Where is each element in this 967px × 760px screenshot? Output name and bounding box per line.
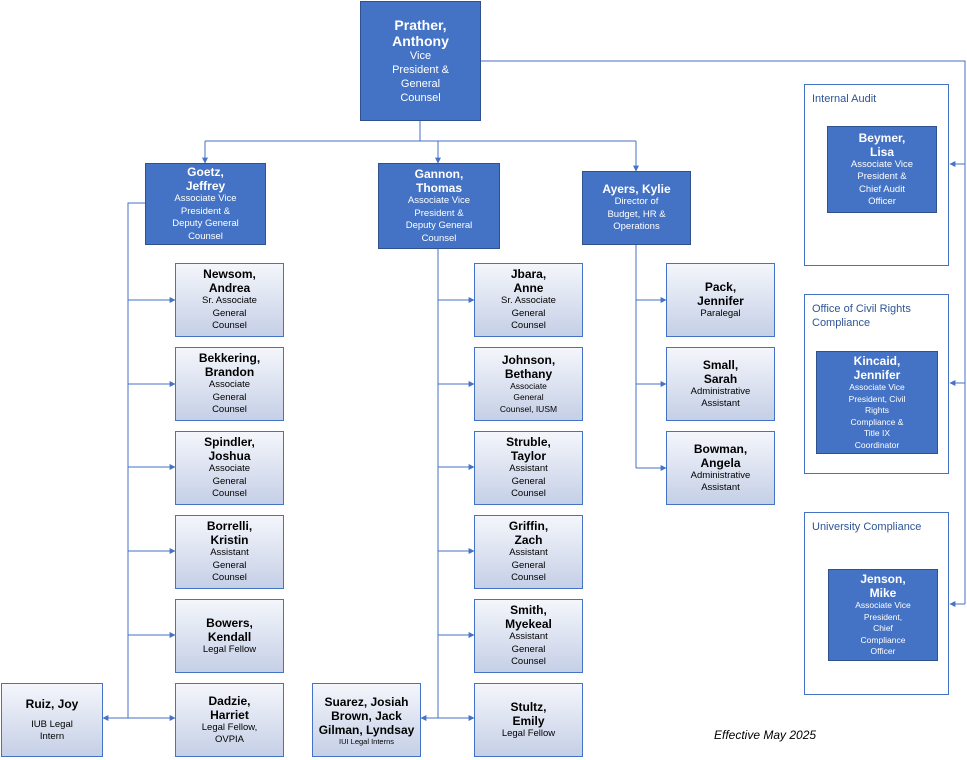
node-title: Sr. Associate General Counsel xyxy=(501,295,556,332)
node-prather: Prather, Anthony Vice President & Genera… xyxy=(360,1,481,121)
node-struble: Struble, Taylor Assistant General Counse… xyxy=(474,431,583,505)
node-jenson: Jenson, Mike Associate Vice President, C… xyxy=(828,569,938,661)
node-borrelli: Borrelli, Kristin Assistant General Coun… xyxy=(175,515,284,589)
node-iui-interns: Suarez, Josiah Brown, Jack Gilman, Lynds… xyxy=(312,683,421,757)
node-bowman: Bowman, Angela Administrative Assistant xyxy=(666,431,775,505)
node-title: IUB Legal Intern xyxy=(31,718,73,743)
node-title: Legal Fellow xyxy=(501,727,556,739)
node-pack: Pack, Jennifer Paralegal xyxy=(666,263,775,337)
node-title: Associate General Counsel xyxy=(208,379,251,416)
node-name: Beymer, Lisa xyxy=(858,130,906,159)
node-name: Pack, Jennifer xyxy=(697,279,744,308)
office-label: Office of Civil Rights Compliance xyxy=(812,303,911,329)
node-ruiz: Ruiz, Joy IUB Legal Intern xyxy=(1,683,103,757)
node-title: Legal Fellow xyxy=(202,643,257,655)
node-name: Gannon, Thomas xyxy=(414,167,464,195)
node-name: Johnson, Bethany xyxy=(501,352,556,381)
node-name: Stultz, Emily xyxy=(510,699,547,728)
node-name: Jenson, Mike xyxy=(860,572,906,601)
node-title: IUI Legal Interns xyxy=(338,736,395,746)
node-title: Associate Vice President, Chief Complian… xyxy=(855,600,911,657)
node-dadzie: Dadzie, Harriet Legal Fellow, OVPIA xyxy=(175,683,284,757)
node-title: Associate General Counsel xyxy=(208,463,251,500)
node-jbara: Jbara, Anne Sr. Associate General Counse… xyxy=(474,263,583,337)
office-label: Internal Audit xyxy=(812,93,877,105)
node-title: Associate Vice President & Chief Audit O… xyxy=(850,158,914,208)
node-title: Sr. Associate General Counsel xyxy=(202,295,257,332)
node-name: Suarez, Josiah Brown, Jack Gilman, Lynds… xyxy=(318,694,415,737)
node-bekkering: Bekkering, Brandon Associate General Cou… xyxy=(175,347,284,421)
node-griffin: Griffin, Zach Assistant General Counsel xyxy=(474,515,583,589)
node-small: Small, Sarah Administrative Assistant xyxy=(666,347,775,421)
node-title: Assistant General Counsel xyxy=(509,463,548,500)
node-johnson: Johnson, Bethany Associate General Couns… xyxy=(474,347,583,421)
node-name: Dadzie, Harriet xyxy=(208,693,251,722)
node-name: Kincaid, Jennifer xyxy=(853,354,901,382)
node-title: Associate General Counsel, IUSM xyxy=(499,380,558,414)
node-name: Bowman, Angela xyxy=(693,441,748,470)
node-bowers: Bowers, Kendall Legal Fellow xyxy=(175,599,284,673)
node-goetz: Goetz, Jeffrey Associate Vice President … xyxy=(145,163,266,245)
node-stultz: Stultz, Emily Legal Fellow xyxy=(474,683,583,757)
node-name: Ayers, Kylie xyxy=(602,182,671,197)
node-title: Legal Fellow, OVPIA xyxy=(201,721,258,746)
node-title: Assistant General Counsel xyxy=(509,631,548,668)
node-smith: Smith, Myekeal Assistant General Counsel xyxy=(474,599,583,673)
node-name: Prather, Anthony xyxy=(392,17,449,49)
office-label: University Compliance xyxy=(812,521,922,533)
node-title: Director of Budget, HR & Operations xyxy=(607,196,666,233)
node-kincaid: Kincaid, Jennifer Associate Vice Preside… xyxy=(816,351,938,454)
office-internal-audit: Internal Audit Beymer, Lisa Associate Vi… xyxy=(804,84,949,266)
node-name: Bekkering, Brandon xyxy=(198,351,261,380)
node-name: Struble, Taylor xyxy=(506,435,551,464)
node-title: Administrative Assistant xyxy=(690,385,751,410)
node-name: Small, Sarah xyxy=(702,357,739,386)
node-name: Goetz, Jeffrey xyxy=(185,165,226,193)
node-beymer: Beymer, Lisa Associate Vice President & … xyxy=(827,126,937,213)
node-name: Bowers, Kendall xyxy=(206,615,253,644)
node-title: Associate Vice President & Deputy Genera… xyxy=(172,193,239,242)
node-name: Newsom, Andrea xyxy=(203,267,256,296)
node-spindler: Spindler, Joshua Associate General Couns… xyxy=(175,431,284,505)
node-title: Vice President & General Counsel xyxy=(392,50,449,104)
node-title: Assistant General Counsel xyxy=(210,547,249,584)
node-name: Spindler, Joshua xyxy=(204,435,255,464)
node-ayers: Ayers, Kylie Director of Budget, HR & Op… xyxy=(582,171,691,245)
node-title: Associate Vice President & Deputy Genera… xyxy=(405,195,473,244)
effective-date: Effective May 2025 xyxy=(714,728,817,742)
node-title: Associate Vice President, Civil Rights C… xyxy=(848,382,906,450)
node-title: Administrative Assistant xyxy=(690,469,751,494)
node-gannon: Gannon, Thomas Associate Vice President … xyxy=(378,163,500,249)
node-name: Ruiz, Joy xyxy=(25,696,79,711)
node-title: Paralegal xyxy=(700,307,741,319)
node-name: Borrelli, Kristin xyxy=(206,519,253,548)
node-title: Assistant General Counsel xyxy=(509,547,548,584)
node-newsom: Newsom, Andrea Sr. Associate General Cou… xyxy=(175,263,284,337)
office-university-compliance: University Compliance Jenson, Mike Assoc… xyxy=(804,512,949,695)
node-name: Smith, Myekeal xyxy=(505,603,552,632)
node-name: Griffin, Zach xyxy=(508,519,549,548)
office-civil-rights: Office of Civil Rights Compliance Kincai… xyxy=(804,294,949,474)
node-name: Jbara, Anne xyxy=(510,267,547,296)
